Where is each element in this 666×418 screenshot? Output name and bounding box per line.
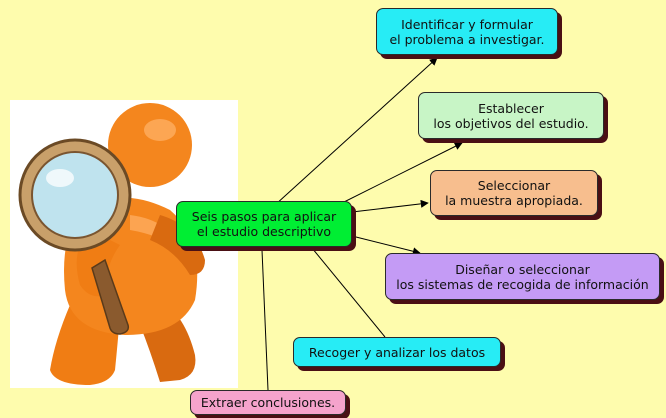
step-2-line-2: los objetivos del estudio. — [433, 115, 589, 131]
step-4-line-1: Diseñar o seleccionar — [455, 261, 590, 277]
step-conclusions-box: Extraer conclusiones. — [190, 390, 346, 415]
magnifying-glass-figure-illustration — [10, 100, 238, 388]
line-to-step-6 — [261, 249, 269, 391]
step-5-label: Recoger y analizar los datos — [308, 344, 486, 360]
step-3-line-2: la muestra apropiada. — [445, 193, 583, 208]
central-topic-line-1: Seis pasos para aplicar — [191, 209, 337, 224]
step-6-label: Extraer conclusiones. — [200, 395, 336, 410]
central-topic-box: Seis pasos para aplicar el estudio descr… — [176, 201, 352, 247]
step-identify-problem-box: Identificar y formular el problema a inv… — [376, 8, 558, 55]
step-sample-box: Seleccionar la muestra apropiada. — [430, 170, 598, 216]
arrow-to-step-1 — [274, 57, 438, 206]
line-to-step-5 — [311, 247, 386, 338]
step-analyze-data-box: Recoger y analizar los datos — [293, 337, 501, 367]
step-1-line-2: el problema a investigar. — [389, 31, 545, 47]
arrow-to-step-2 — [337, 142, 463, 206]
arrow-to-step-3 — [351, 199, 429, 213]
step-2-line-1: Establecer — [478, 100, 544, 116]
step-objectives-box: Establecer los objetivos del estudio. — [418, 92, 604, 139]
step-1-line-1: Identificar y formular — [401, 16, 533, 32]
central-topic-line-2: el estudio descriptivo — [196, 224, 332, 239]
arrow-to-step-4 — [351, 235, 421, 256]
step-3-line-1: Seleccionar — [477, 178, 551, 193]
step-data-collection-box: Diseñar o seleccionar los sistemas de re… — [385, 253, 660, 300]
step-4-line-2: los sistemas de recogida de información — [396, 276, 649, 292]
